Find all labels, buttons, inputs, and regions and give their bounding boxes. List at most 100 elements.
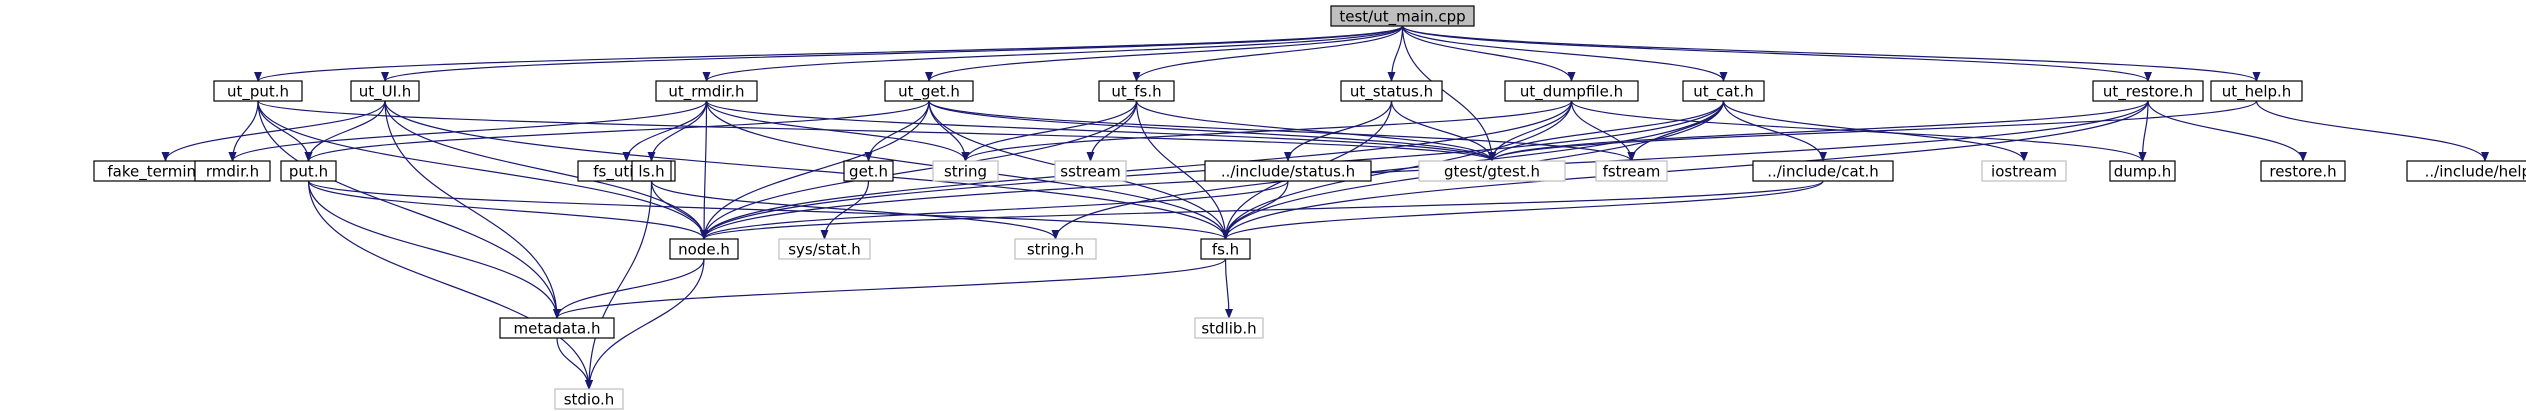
node-box [2260, 160, 2346, 182]
node-node[interactable]: node.h [669, 238, 739, 260]
edge-ut_dumpfile-to-fstream [1570, 100, 1636, 162]
node-ut-fs[interactable]: ut_fs.h [1098, 80, 1175, 102]
edge-inc_status-to-node [700, 180, 1289, 240]
edge-ut_dumpfile-to-string [961, 100, 1573, 162]
node-label: stdlib.h [1201, 320, 1256, 338]
node-box [280, 160, 337, 182]
node-gtest: gtest/gtest.h [1418, 160, 1566, 182]
node-fstream: fstream [1595, 160, 1668, 182]
node-label: dump.h [2114, 163, 2171, 181]
node-label: string.h [1027, 241, 1084, 259]
node-label: ut_UI.h [359, 83, 412, 102]
node-box [669, 238, 739, 260]
node-ut-cat[interactable]: ut_cat.h [1682, 80, 1765, 102]
node-label: metadata.h [514, 320, 601, 338]
edge-ut_main-to-ut_help [1401, 25, 2261, 82]
edge-ls-to-string_h [650, 180, 1060, 240]
edge-put-to-stdio [307, 180, 593, 390]
node-inc-cat[interactable]: ../include/cat.h [1752, 160, 1894, 182]
node-inc-status[interactable]: ../include/status.h [1204, 160, 1372, 182]
node-box [1204, 160, 1372, 182]
node-label: put.h [289, 163, 328, 181]
node-get[interactable]: get.h [843, 160, 894, 182]
node-sys-stat: sys/stat.h [778, 238, 871, 260]
node-ut-rmdir[interactable]: ut_rmdir.h [655, 80, 758, 102]
node-metadata[interactable]: metadata.h [499, 317, 615, 339]
edge-ut_get-to-put [304, 100, 930, 162]
node-rmdir[interactable]: rmdir.h [194, 160, 271, 182]
node-box [1752, 160, 1894, 182]
edge-ut_main-to-ut_put [254, 25, 1404, 82]
node-ut-ui[interactable]: ut_UI.h [350, 80, 420, 102]
node-box [884, 80, 974, 102]
node-ut-put[interactable]: ut_put.h [213, 80, 303, 102]
edge-ut_cat-to-string_h [1051, 100, 1725, 240]
edge-metadata-to-stdio [556, 337, 593, 390]
edge-ut_restore-to-fs [1221, 100, 2149, 240]
node-iostream: iostream [1981, 160, 2067, 182]
node-label: ut_help.h [2222, 83, 2292, 102]
edge-node-to-stdio [585, 258, 705, 390]
node-dump[interactable]: dump.h [2109, 160, 2176, 182]
node-put[interactable]: put.h [280, 160, 337, 182]
edge-ut_put-to-node [257, 100, 708, 240]
node-label: string [944, 163, 987, 181]
node-label: node.h [678, 241, 730, 259]
node-box [350, 80, 420, 102]
node-label: ut_status.h [1350, 83, 1433, 102]
node-box [1504, 80, 1639, 102]
edge-ut_put-to-metadata [257, 100, 561, 319]
node-ut-status[interactable]: ut_status.h [1340, 80, 1443, 102]
node-box [1340, 80, 1443, 102]
edge-put-to-fs [307, 180, 1230, 240]
node-box [1418, 160, 1566, 182]
edge-ut_rmdir-to-ls [647, 100, 708, 162]
node-label: rmdir.h [206, 163, 259, 181]
node-ut-get[interactable]: ut_get.h [884, 80, 974, 102]
node-label: ut_put.h [227, 83, 289, 102]
edge-inc_cat-to-node [700, 180, 1824, 240]
edge-ut_status-to-inc_status [1284, 100, 1393, 162]
edge-ls-to-node [650, 180, 708, 240]
edges-layer [161, 25, 2489, 390]
node-fs[interactable]: fs.h [1200, 238, 1251, 260]
edge-ut_rmdir-to-string [705, 100, 970, 162]
node-label: ut_cat.h [1693, 83, 1753, 102]
node-stdlib: stdlib.h [1194, 317, 1264, 339]
node-ls[interactable]: ls.h [631, 160, 672, 182]
edge-fs-to-metadata [553, 258, 1227, 319]
node-box [1200, 238, 1251, 260]
edge-ut_dumpfile-to-fs [1221, 100, 1573, 240]
node-label: ut_rmdir.h [668, 83, 744, 102]
node-ut-restore[interactable]: ut_restore.h [2092, 80, 2204, 102]
node-ut-help[interactable]: ut_help.h [2210, 80, 2303, 102]
node-box [1682, 80, 1765, 102]
node-sstream: sstream [1054, 160, 1127, 182]
node-ut-main[interactable]: test/ut_main.cpp [1330, 5, 1475, 27]
node-inc-help[interactable]: ../include/help.h [2406, 160, 2526, 182]
node-label: ls.h [638, 163, 664, 181]
node-label: ut_dumpfile.h [1520, 83, 1623, 102]
edge-ut_ui-to-fake_terminal [161, 100, 386, 162]
node-box [655, 80, 758, 102]
edge-ut_restore-to-gtest [1488, 100, 2149, 162]
edge-ut_fs-to-sstream [1086, 100, 1138, 162]
node-label: fstream [1603, 163, 1661, 181]
edge-ut_put-to-rmdir [228, 100, 259, 162]
node-box [631, 160, 672, 182]
edge-ut_get-to-node [700, 100, 930, 240]
node-box [2109, 160, 2176, 182]
edge-ut_main-to-gtest [1401, 25, 1496, 162]
node-label: ../include/status.h [1221, 163, 1355, 181]
node-string: string [932, 160, 999, 182]
node-box [1098, 80, 1175, 102]
edge-ut_ui-to-metadata [384, 100, 561, 319]
edge-ut_rmdir-to-gtest [705, 100, 1496, 162]
node-box [1595, 160, 1668, 182]
node-restore[interactable]: restore.h [2260, 160, 2346, 182]
node-box [2092, 80, 2204, 102]
node-ut-dumpfile[interactable]: ut_dumpfile.h [1504, 80, 1639, 102]
node-box [778, 238, 871, 260]
edge-ut_status-to-gtest [1390, 100, 1496, 162]
edge-get-to-sys_stat [820, 180, 870, 240]
